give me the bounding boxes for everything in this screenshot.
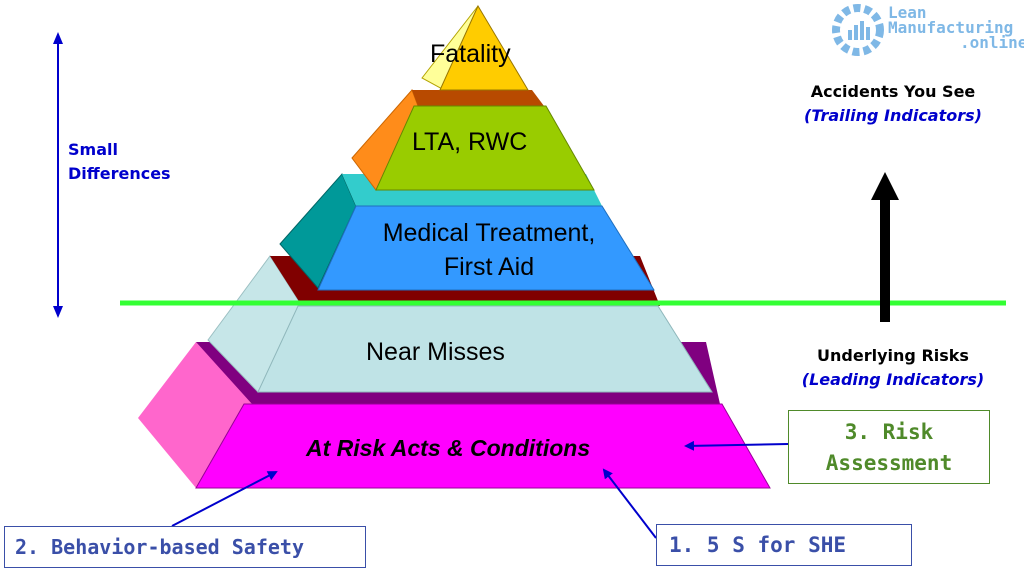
tier-at-risk-front-face [195, 403, 771, 489]
leading-subtitle: (Leading Indicators) [801, 370, 985, 389]
trailing-indicators-block: Accidents You See (Trailing Indicators) [790, 80, 996, 128]
tier-lta-label: LTA, RWC [412, 128, 528, 156]
behavior-safety-arrow [171, 471, 278, 527]
tier-medical-label: Medical Treatment, First Aid [340, 216, 638, 284]
tier-lta-top-face [412, 90, 544, 106]
trailing-title: Accidents You See [810, 82, 976, 101]
tier-medical-label-line-1: Medical Treatment, [382, 219, 596, 247]
tier-near-miss-label: Near Misses [366, 338, 505, 366]
logo-line-2: Manufacturing [888, 18, 1014, 37]
logo-line-3: .online [960, 33, 1024, 52]
trailing-subtitle: (Trailing Indicators) [804, 106, 982, 125]
risk-assessment-line-2: Assessment [825, 451, 953, 475]
behavior-safety-callout: 2. Behavior-based Safety [4, 526, 366, 568]
tier-near-miss-front-face [257, 305, 713, 393]
tier-lta-front-face [375, 105, 595, 191]
risk-assessment-arrow [684, 440, 789, 451]
five-s-arrow [602, 468, 657, 539]
risk-assessment-line-1: 3. Risk [844, 420, 934, 444]
tier-near-misses [207, 255, 713, 393]
tier-medical-label-line-2: First Aid [443, 253, 535, 281]
tier-medical-front-face [317, 205, 655, 291]
five-s-callout: 1. 5 S for SHE [656, 524, 912, 566]
logo-text: Lean Manufacturing .online [888, 3, 1024, 52]
tier-at-risk-label: At Risk Acts & Conditions [306, 435, 591, 461]
small-differences-arrow [53, 32, 63, 318]
tier-lta [351, 89, 595, 191]
leading-indicators-block: Underlying Risks (Leading Indicators) [790, 344, 996, 392]
leading-title: Underlying Risks [817, 346, 969, 365]
tier-fatality-label: Fatality [430, 40, 511, 68]
small-differences-line-1: Small [68, 140, 118, 159]
small-differences-line-2: Differences [68, 164, 171, 183]
risk-assessment-callout: 3. Risk Assessment [788, 410, 990, 484]
tier-fatality-front-face [439, 4, 529, 91]
gear-icon [832, 4, 884, 56]
tier-fatality [421, 4, 529, 91]
tier-at-risk-side-face [138, 342, 252, 488]
logo-line-1: Lean [888, 3, 927, 22]
trailing-up-arrow [871, 172, 899, 322]
small-differences-label: Small Differences [68, 138, 171, 186]
